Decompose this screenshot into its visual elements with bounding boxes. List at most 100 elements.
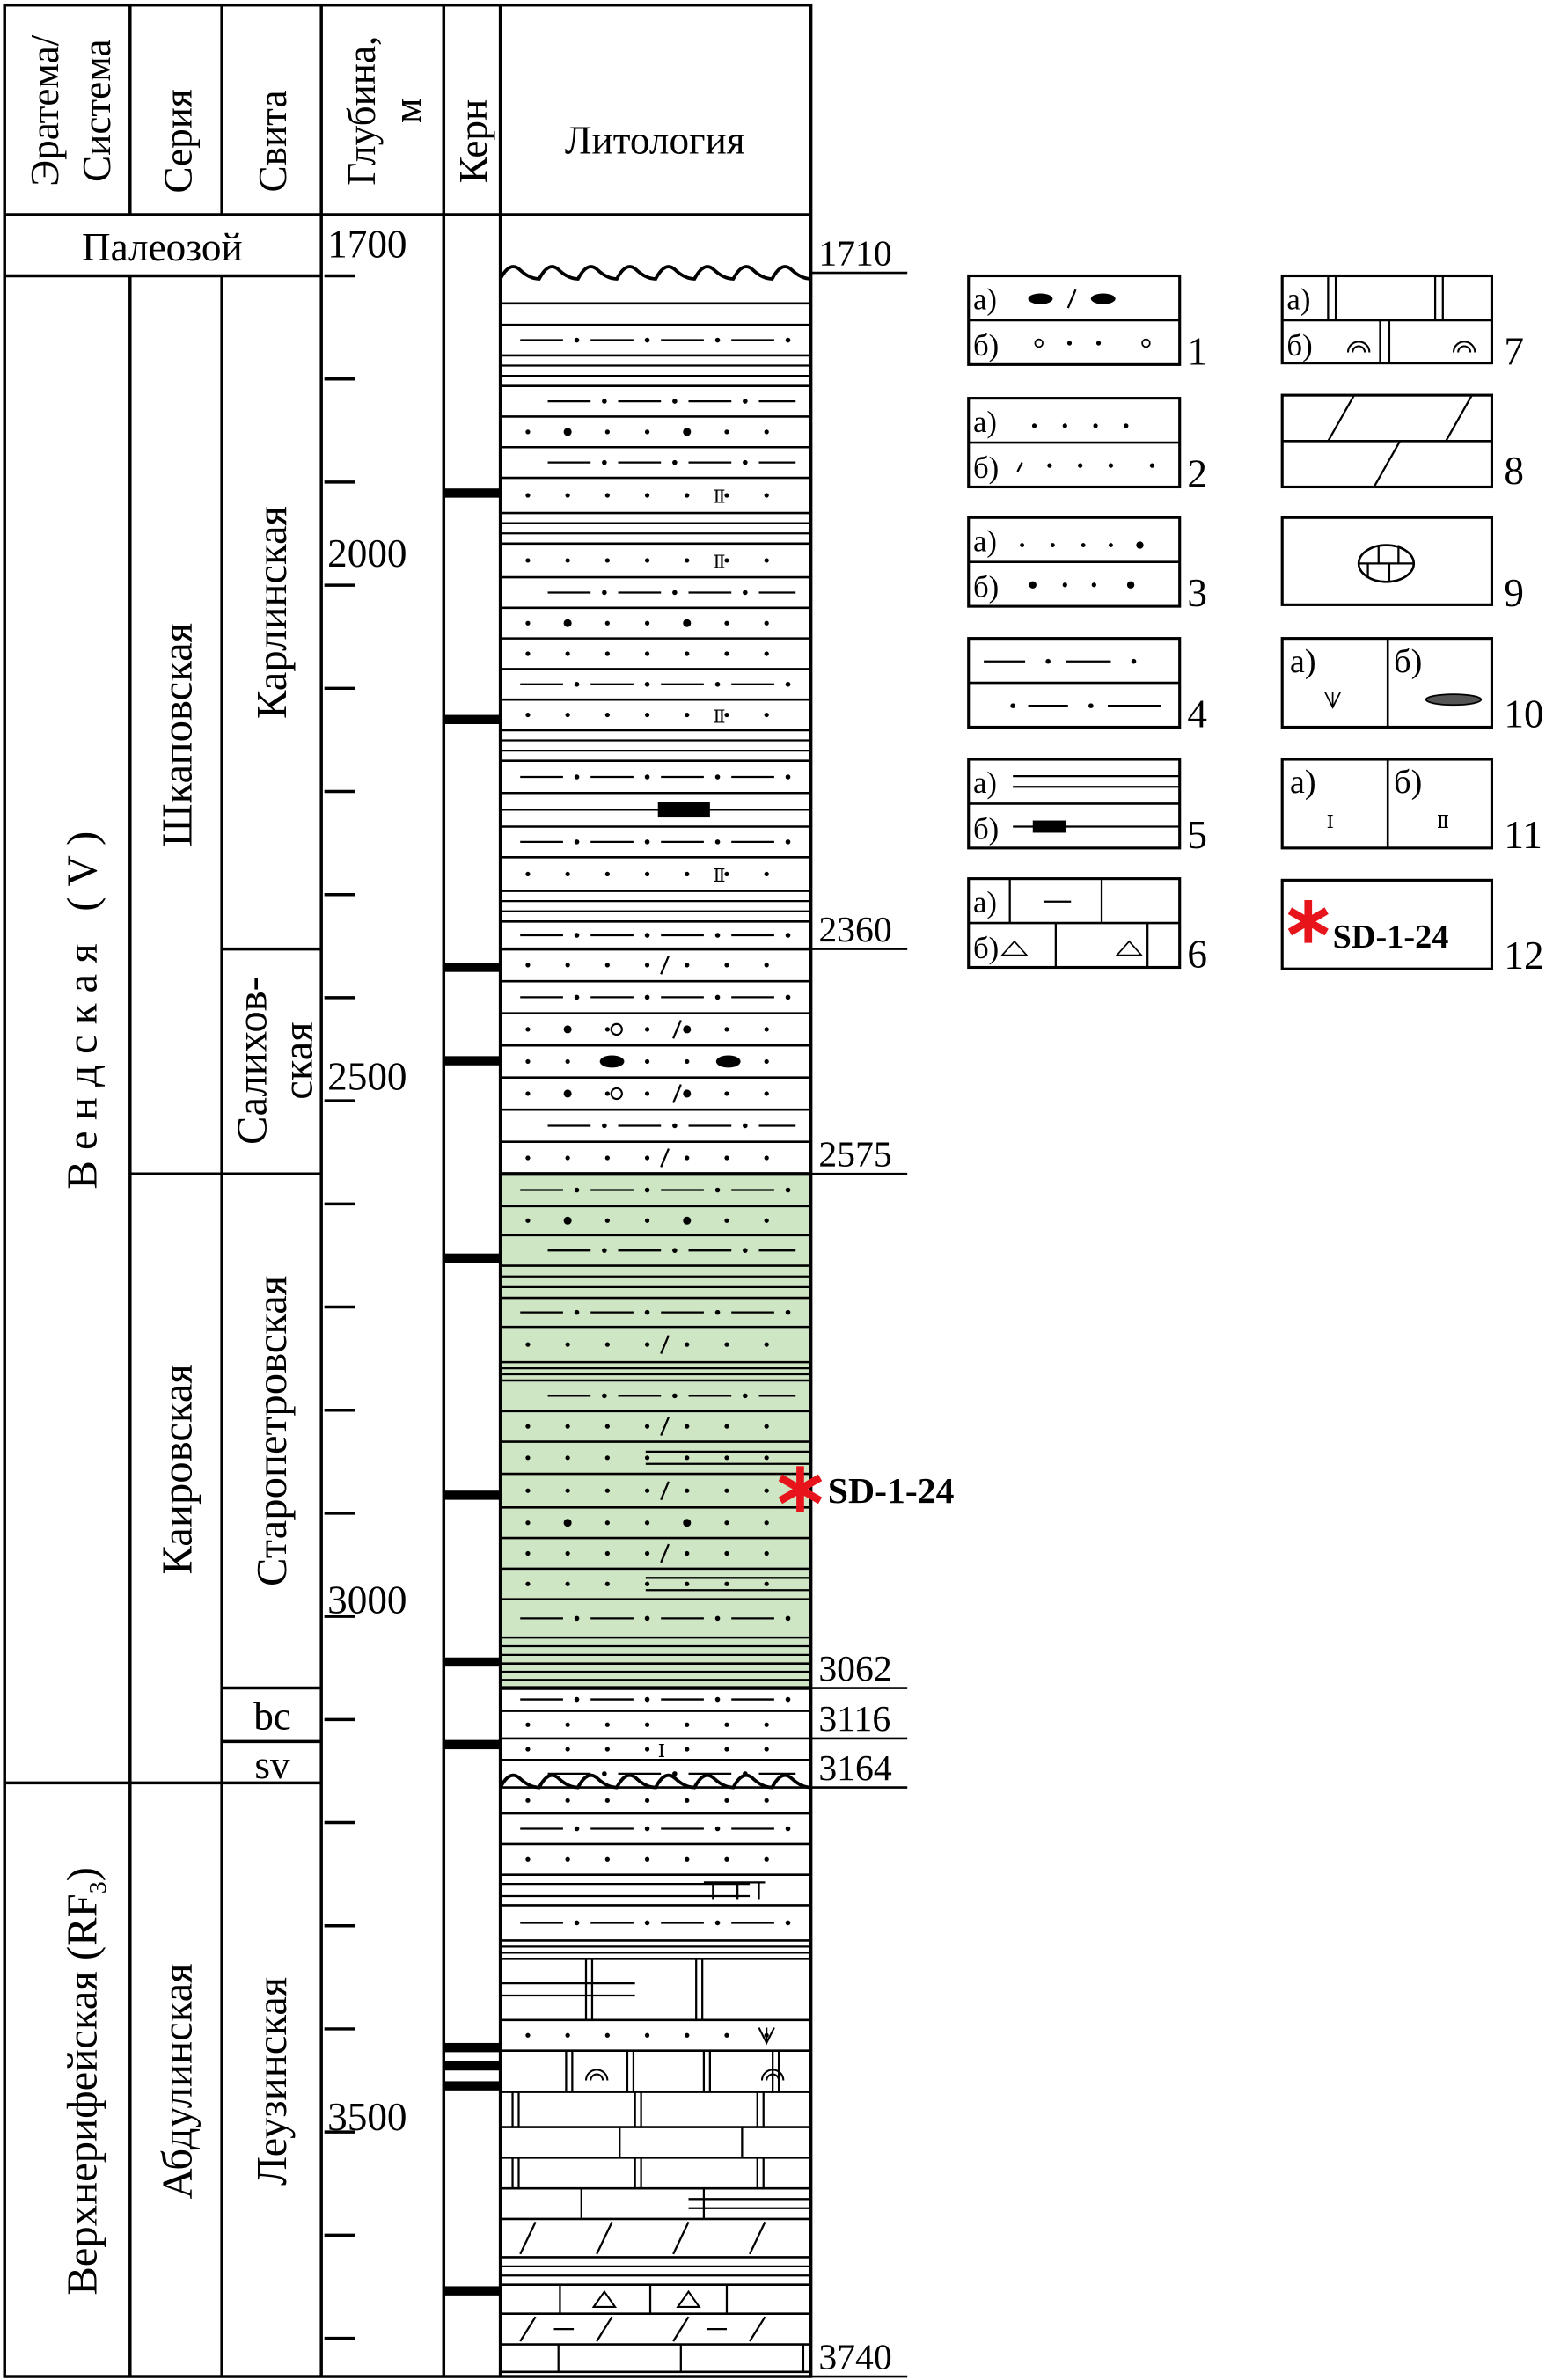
line bbox=[660, 1148, 670, 1168]
lithology-layer-dolomite bbox=[500, 2221, 811, 2259]
grain-dot bbox=[764, 1520, 769, 1526]
grain-dot bbox=[764, 1856, 769, 1862]
grain-dot bbox=[764, 1747, 769, 1752]
lithology-layer-dolbrick bbox=[500, 1959, 811, 2022]
coal-lens bbox=[1032, 820, 1067, 833]
triangle-glyph bbox=[1115, 940, 1144, 956]
header-lithology: Литология bbox=[565, 118, 745, 162]
grain-dot bbox=[1108, 463, 1114, 468]
grain-dot bbox=[764, 1058, 769, 1065]
suite-staropetrovskaya: Старопетровская bbox=[248, 1276, 296, 1586]
boundary-depth-label: 2360 bbox=[818, 910, 891, 950]
grain-dot bbox=[1126, 581, 1135, 589]
line bbox=[1016, 462, 1023, 472]
line bbox=[1327, 394, 1355, 442]
line bbox=[660, 956, 670, 975]
grain-dot bbox=[724, 1455, 729, 1461]
arch-glyph bbox=[1452, 341, 1476, 353]
grain-dot bbox=[644, 1424, 650, 1429]
legend-label-b: б) bbox=[1286, 328, 1312, 362]
grain-dot bbox=[644, 774, 650, 780]
grain-dot bbox=[1045, 658, 1051, 664]
grain-dot bbox=[714, 1615, 721, 1622]
core-interval-bar bbox=[443, 1657, 501, 1667]
suite-salikhovskaya-line2: ская bbox=[275, 1022, 322, 1100]
grain-dot bbox=[565, 871, 570, 877]
grain-dot bbox=[574, 839, 580, 845]
line bbox=[660, 1481, 670, 1501]
grain-dot bbox=[525, 558, 531, 563]
core-interval-bar bbox=[443, 1739, 501, 1750]
grain-dot bbox=[672, 1771, 678, 1776]
grain-dot bbox=[685, 1722, 690, 1727]
grain-dot bbox=[1047, 463, 1052, 468]
lithology-layer-lines bbox=[500, 522, 811, 546]
line bbox=[519, 2316, 537, 2342]
grain-dot bbox=[685, 1155, 690, 1161]
grain-dot bbox=[604, 1581, 610, 1586]
lithology-layer-lines bbox=[500, 1275, 811, 1300]
legend-number: 6 bbox=[1187, 932, 1207, 976]
grain-dot bbox=[644, 1342, 650, 1347]
grain-dot bbox=[602, 1771, 607, 1776]
grain-dot bbox=[724, 1218, 729, 1223]
grain-dot bbox=[1010, 703, 1015, 708]
triangle-glyph bbox=[591, 2289, 618, 2308]
grain-dot bbox=[604, 1091, 610, 1096]
core-interval-bar bbox=[443, 1490, 501, 1500]
sample-label: SD-1-24 bbox=[828, 1471, 955, 1512]
grain-dot bbox=[764, 712, 769, 718]
lithology-layer-lines bbox=[500, 2265, 811, 2286]
grain-dot bbox=[644, 2032, 650, 2038]
legend-label-a: а) bbox=[1290, 643, 1316, 680]
grain-dot bbox=[602, 590, 607, 596]
lithology-layer-dotscircle bbox=[500, 1084, 811, 1111]
grain-dot bbox=[644, 1615, 650, 1622]
grain-dot bbox=[743, 590, 748, 596]
grain-dot bbox=[672, 1393, 678, 1399]
line bbox=[519, 2221, 537, 2255]
legend-number: 2 bbox=[1187, 451, 1207, 495]
grain-dot bbox=[685, 493, 690, 498]
column-frame bbox=[3, 3, 813, 2378]
legend-label-b: б) bbox=[1394, 643, 1422, 680]
core-interval-bar bbox=[443, 963, 501, 972]
grain-dot bbox=[685, 651, 690, 656]
lithology-layer-brickdbl bbox=[500, 2157, 811, 2190]
grain-dot bbox=[785, 774, 791, 780]
grain-dot bbox=[565, 1058, 570, 1065]
pebble-circle bbox=[1034, 338, 1044, 348]
grain-dot bbox=[525, 1581, 531, 1586]
core-interval-bar bbox=[443, 2042, 501, 2053]
grain-dot bbox=[724, 429, 729, 435]
pebble-circle bbox=[1141, 338, 1151, 348]
lithology-layer-dotsslash bbox=[500, 1543, 811, 1571]
grain-dot bbox=[724, 493, 729, 498]
grain-dot bbox=[743, 459, 748, 465]
boundary-depth-label: 3116 bbox=[818, 1699, 890, 1739]
grain-dot bbox=[724, 1550, 729, 1556]
depth-label-3500: 3500 bbox=[327, 2095, 407, 2139]
lithology-layer-dotsII: Ⅱ bbox=[500, 865, 811, 892]
grain-dot bbox=[683, 1089, 692, 1098]
asterisk-icon bbox=[778, 1466, 823, 1512]
core-interval-bar bbox=[443, 2081, 501, 2091]
legend-item-9 bbox=[1357, 544, 1416, 583]
grain-dot bbox=[1078, 463, 1083, 468]
line bbox=[660, 1335, 670, 1354]
lithology-layer-dotsslash bbox=[500, 956, 811, 983]
grain-dot bbox=[525, 963, 531, 968]
legend-label-b: б) bbox=[973, 570, 999, 604]
legend-number: 12 bbox=[1504, 934, 1543, 978]
grain-dot bbox=[644, 839, 650, 845]
lithology-layer-brickarch bbox=[500, 2050, 811, 2093]
grain-dot bbox=[604, 2032, 610, 2038]
lithology-layer-dotscircle bbox=[500, 1020, 811, 1047]
lithology-layer-dotsII: Ⅱ bbox=[500, 706, 811, 732]
grain-dot bbox=[724, 1488, 729, 1493]
triangle-glyph bbox=[1000, 940, 1029, 956]
grain-dot bbox=[604, 558, 610, 563]
grain-dot bbox=[724, 1722, 729, 1727]
grain-dot bbox=[685, 1342, 690, 1347]
grain-dot bbox=[724, 1520, 729, 1526]
